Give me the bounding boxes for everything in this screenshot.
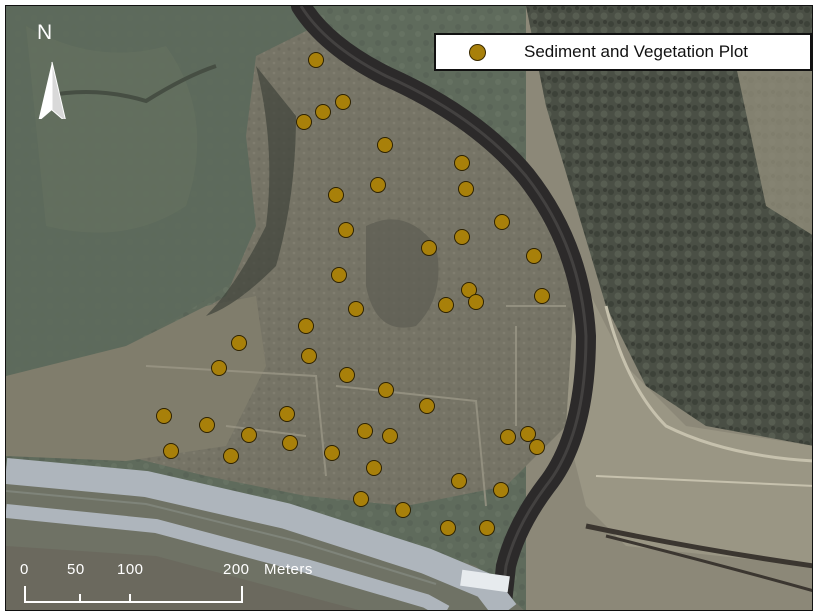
sediment-vegetation-plot-marker <box>493 482 509 498</box>
sediment-vegetation-plot-marker <box>479 520 495 536</box>
sediment-vegetation-plot-marker <box>468 294 484 310</box>
sediment-vegetation-plot-marker <box>328 187 344 203</box>
north-arrow <box>28 24 76 124</box>
sediment-vegetation-plot-marker <box>315 104 331 120</box>
sediment-vegetation-plot-marker <box>211 360 227 376</box>
sediment-vegetation-plot-marker <box>421 240 437 256</box>
sediment-vegetation-plot-marker <box>451 473 467 489</box>
sediment-vegetation-plot-marker <box>534 288 550 304</box>
sediment-vegetation-plot-marker <box>231 335 247 351</box>
sediment-vegetation-plot-marker <box>458 181 474 197</box>
sediment-vegetation-plot-marker <box>301 348 317 364</box>
scale-unit: Meters <box>264 561 313 578</box>
sediment-vegetation-plot-marker <box>339 367 355 383</box>
sediment-vegetation-plot-marker <box>454 229 470 245</box>
sediment-vegetation-plot-marker <box>338 222 354 238</box>
sediment-vegetation-plot-marker <box>500 429 516 445</box>
sediment-vegetation-plot-marker <box>331 267 347 283</box>
scale-tick-50: 50 <box>67 561 85 578</box>
sediment-vegetation-plot-marker <box>298 318 314 334</box>
sediment-vegetation-plot-marker <box>199 417 215 433</box>
scale-tick-100: 100 <box>117 561 144 578</box>
sediment-vegetation-plot-marker <box>529 439 545 455</box>
aerial-imagery <box>6 6 812 610</box>
sediment-vegetation-plot-marker <box>419 398 435 414</box>
sediment-vegetation-plot-marker <box>494 214 510 230</box>
sediment-vegetation-plot-marker <box>282 435 298 451</box>
sediment-vegetation-plot-marker <box>335 94 351 110</box>
sediment-vegetation-plot-marker <box>296 114 312 130</box>
scale-tick-0: 0 <box>20 561 29 578</box>
sediment-vegetation-plot-marker <box>377 137 393 153</box>
sediment-vegetation-plot-marker <box>370 177 386 193</box>
sediment-vegetation-plot-marker <box>461 282 477 298</box>
sediment-vegetation-plot-marker <box>395 502 411 518</box>
sediment-vegetation-plot-marker <box>156 408 172 424</box>
sediment-vegetation-plot-marker <box>382 428 398 444</box>
sediment-vegetation-plot-marker <box>378 382 394 398</box>
sediment-vegetation-plot-marker <box>324 445 340 461</box>
sediment-vegetation-plot-marker <box>526 248 542 264</box>
map-frame: N 0 50 100 200 Meters Sediment and Veget… <box>5 5 813 611</box>
scale-tick-200: 200 <box>223 561 250 578</box>
sediment-vegetation-plot-marker <box>440 520 456 536</box>
legend: Sediment and Vegetation Plot <box>434 33 812 71</box>
sediment-vegetation-plot-marker <box>348 301 364 317</box>
legend-label: Sediment and Vegetation Plot <box>524 42 748 61</box>
sediment-vegetation-plot-marker <box>279 406 295 422</box>
sediment-vegetation-plot-marker <box>163 443 179 459</box>
sediment-vegetation-plot-marker <box>438 297 454 313</box>
plot-markers <box>156 52 550 536</box>
legend-plot-symbol <box>469 43 486 61</box>
sediment-vegetation-plot-marker <box>241 427 257 443</box>
sediment-vegetation-plot-marker <box>520 426 536 442</box>
north-arrow-label: N <box>37 21 53 44</box>
sediment-vegetation-plot-marker <box>357 423 373 439</box>
sediment-vegetation-plot-marker <box>366 460 382 476</box>
scale-bar <box>24 586 243 603</box>
sediment-vegetation-plot-marker <box>353 491 369 507</box>
sediment-vegetation-plot-marker <box>308 52 324 68</box>
sediment-vegetation-plot-marker <box>223 448 239 464</box>
sediment-vegetation-plot-marker <box>454 155 470 171</box>
